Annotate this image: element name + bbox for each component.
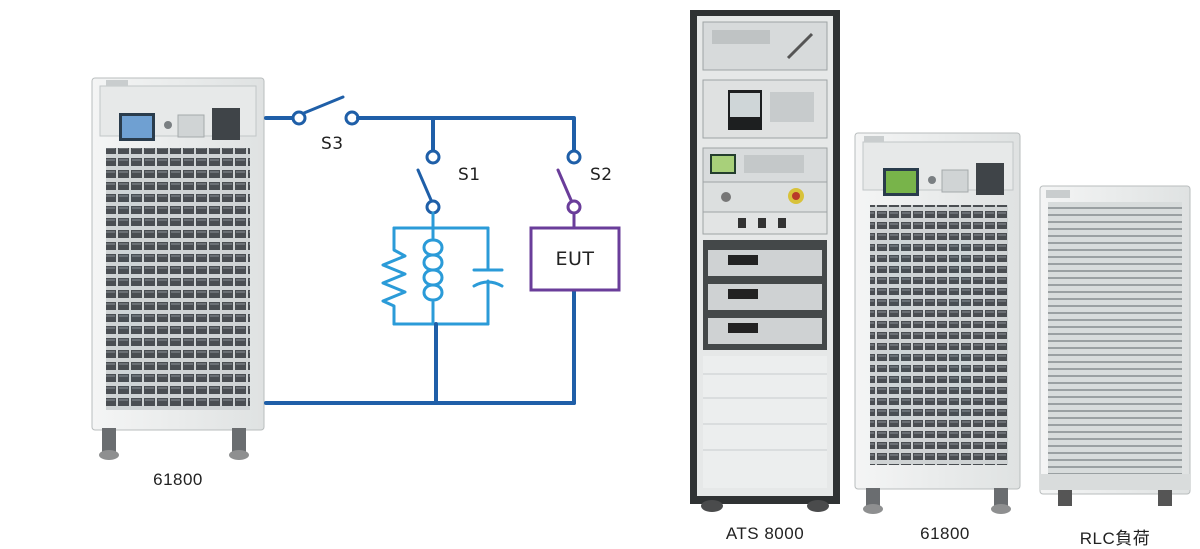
caption-left-61800: 61800 bbox=[153, 470, 203, 489]
s1-bottom-contact bbox=[425, 199, 441, 215]
s1-blade bbox=[416, 168, 433, 202]
caption-rlc-load: RLC負荷 bbox=[1079, 529, 1151, 548]
switch-s1-label: S1 bbox=[458, 165, 481, 185]
s1-top-contact bbox=[425, 149, 441, 165]
switch-s2-label: S2 bbox=[590, 165, 613, 185]
rlc-load-symbol bbox=[381, 211, 504, 326]
s2-blade bbox=[556, 168, 573, 202]
s2-top-contact bbox=[566, 149, 582, 165]
s2-bottom-contact bbox=[566, 199, 582, 215]
left-61800-cabinet bbox=[91, 77, 265, 460]
s3-blade bbox=[302, 95, 345, 115]
switch-s3-label: S3 bbox=[321, 134, 344, 154]
ats-8000-rack bbox=[690, 10, 840, 512]
eut-box bbox=[529, 226, 621, 292]
eut-label: EUT bbox=[555, 248, 595, 270]
right-61800-cabinet bbox=[854, 132, 1021, 514]
caption-right-61800: 61800 bbox=[920, 524, 970, 543]
caption-ats-8000: ATS 8000 bbox=[725, 524, 805, 543]
wire-top-bus bbox=[356, 116, 576, 154]
rlc-load-cabinet bbox=[1039, 185, 1191, 506]
s3-left-contact bbox=[291, 110, 307, 126]
